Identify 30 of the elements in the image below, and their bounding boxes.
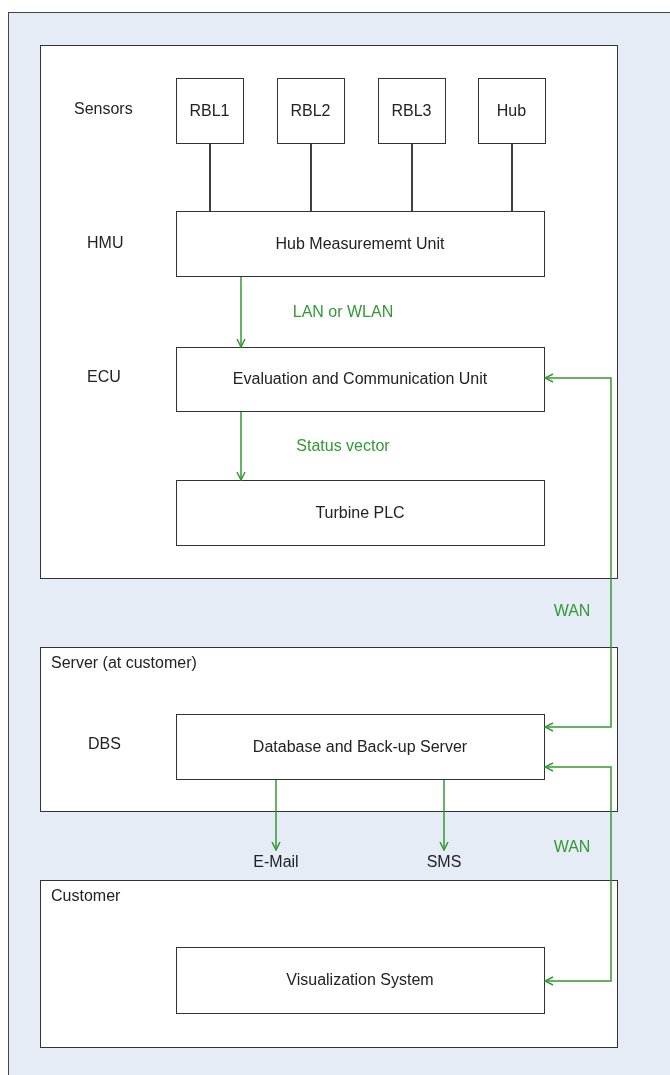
process-box: Evaluation and Communication Unit xyxy=(175,346,545,412)
arrow xyxy=(439,779,449,851)
group-panel xyxy=(40,880,618,1048)
panel-title: Server (at customer) xyxy=(51,654,197,672)
process-box: RBL3 xyxy=(377,77,446,144)
arrow xyxy=(236,276,246,348)
row-label: ECU xyxy=(87,368,121,386)
arrow xyxy=(544,762,612,986)
group-panel xyxy=(40,647,618,812)
process-box: RBL2 xyxy=(276,77,345,144)
output-label: E-Mail xyxy=(246,850,306,874)
process-box: Database and Back-up Server xyxy=(175,713,545,780)
group-panel xyxy=(40,45,618,579)
output-label: SMS xyxy=(420,850,468,874)
process-box: Turbine PLC xyxy=(175,479,545,546)
process-box: Visualization System xyxy=(175,946,545,1014)
connector-line xyxy=(511,143,513,212)
panel-title: Customer xyxy=(51,887,121,905)
row-label: Sensors xyxy=(74,100,133,118)
arrow xyxy=(271,779,281,851)
connector-line xyxy=(209,143,211,212)
arrow xyxy=(544,373,612,732)
connector-line xyxy=(411,143,413,212)
arrow xyxy=(236,411,246,481)
connector-line xyxy=(310,143,312,212)
process-box: Hub Measurememt Unit xyxy=(175,210,545,277)
row-label: HMU xyxy=(87,234,124,252)
process-box: RBL1 xyxy=(175,77,244,144)
process-box: Hub xyxy=(477,77,546,144)
row-label: DBS xyxy=(88,735,121,753)
